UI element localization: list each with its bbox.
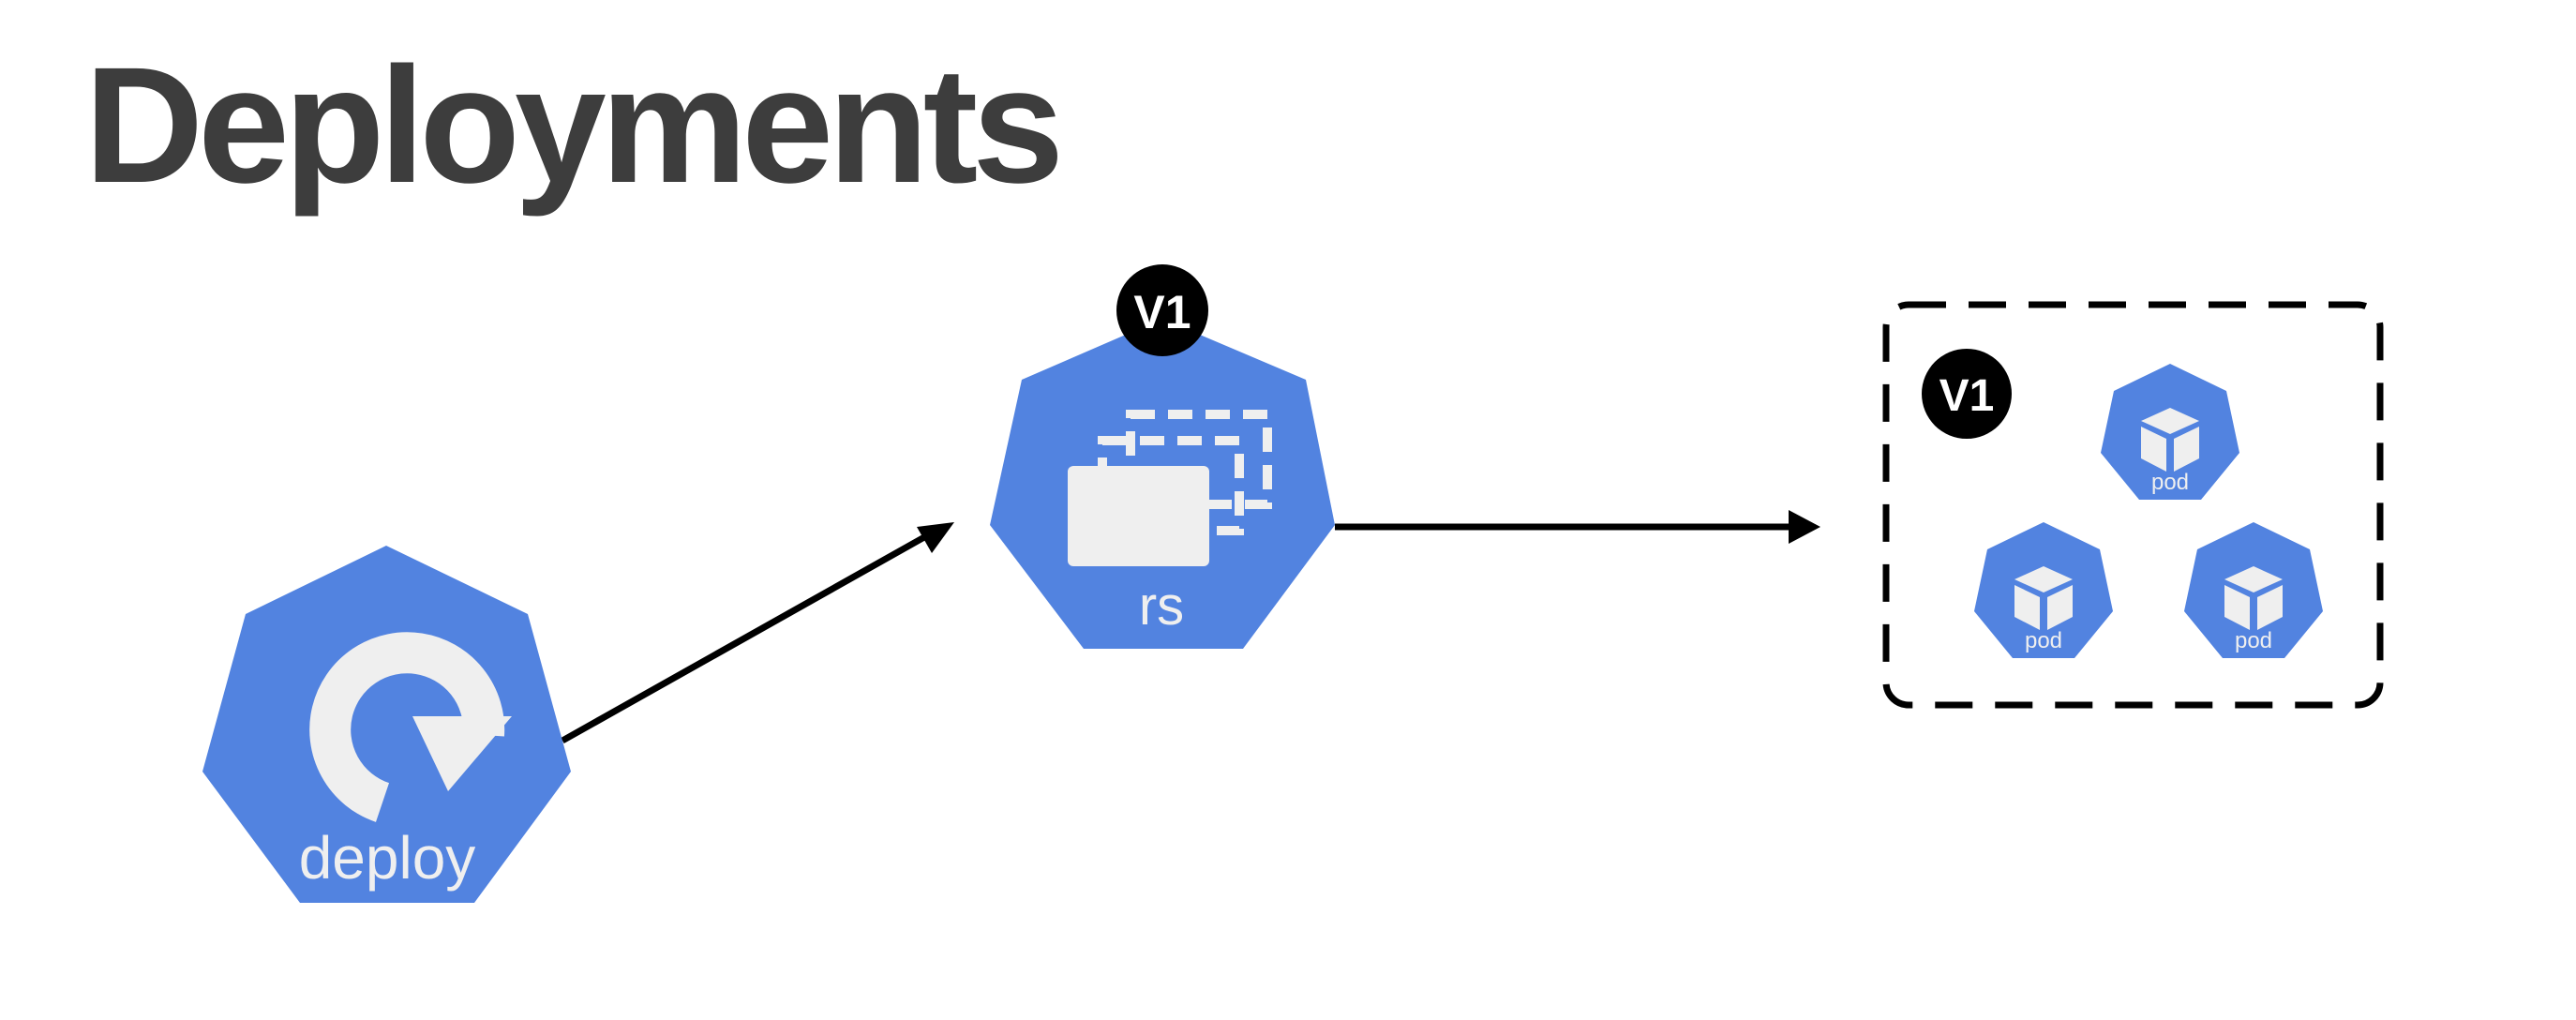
pod-label: pod <box>2235 628 2272 653</box>
replicaset-version-badge: V1 <box>1116 264 1208 356</box>
deployment-node[interactable]: deploy <box>202 546 571 903</box>
pod-group: V1 pod pod pod <box>1882 301 2384 709</box>
pod-node[interactable]: pod <box>2101 364 2239 500</box>
deployment-heptagon <box>202 546 571 903</box>
pod-label: pod <box>2151 470 2189 495</box>
replicaset-label: rs <box>1139 576 1184 637</box>
pod-node[interactable]: pod <box>1974 522 2113 658</box>
pod-group-version-badge: V1 <box>1922 349 2012 439</box>
rotate-arrow-icon <box>309 632 512 822</box>
arrow-deploy-to-rs <box>561 522 954 744</box>
pod-group-badge-text: V1 <box>1939 371 1995 421</box>
pod-group-frame <box>1882 301 2384 709</box>
page-title: Deployments <box>84 34 1064 218</box>
pod-node[interactable]: pod <box>2184 522 2323 658</box>
arrow-rs-to-pods <box>1335 510 1820 544</box>
replicaset-node[interactable]: rs <box>990 319 1335 649</box>
pod-label: pod <box>2025 628 2062 653</box>
deployment-label: deploy <box>299 824 476 892</box>
replicaset-badge-text: V1 <box>1133 286 1191 338</box>
stacked-frames-icon <box>1068 410 1272 566</box>
